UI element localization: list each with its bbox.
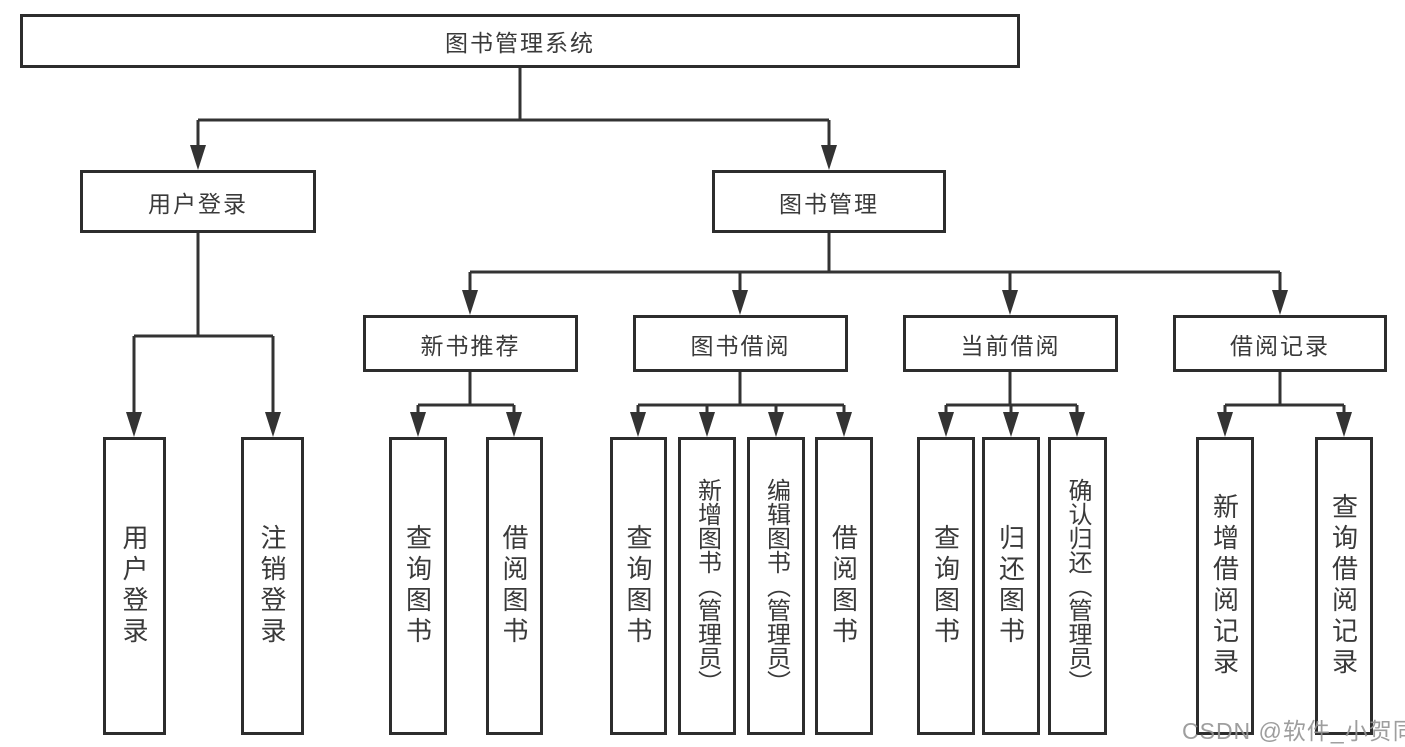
arrowheads-current-borrow-branch bbox=[938, 412, 1085, 437]
node-book-management: 图书管理 bbox=[712, 170, 946, 233]
connector-book-borrow-branch bbox=[636, 372, 846, 417]
node-label: 借阅记录 bbox=[1230, 332, 1330, 359]
node-label: 借阅图书 bbox=[828, 524, 859, 648]
connector-borrow-records-branch bbox=[1223, 372, 1346, 417]
arrowheads-root-branch bbox=[190, 145, 837, 170]
node-label: 图书管理系统 bbox=[445, 30, 595, 56]
node-label: 新增图书（管理员） bbox=[693, 478, 721, 694]
connector-current-borrow-branch bbox=[944, 372, 1079, 417]
node-borrow-book-newbook: 借阅图书 bbox=[486, 437, 543, 735]
connector-root-branch bbox=[196, 68, 831, 150]
arrowheads-borrow-records-branch bbox=[1217, 412, 1352, 437]
node-label: 当前借阅 bbox=[960, 332, 1061, 359]
node-query-book-borrow: 查询图书 bbox=[610, 437, 667, 735]
node-label: 查询图书 bbox=[623, 524, 653, 648]
arrowheads-new-book-branch bbox=[410, 412, 522, 437]
node-label: 确认归还（管理员） bbox=[1064, 478, 1091, 694]
node-return-book: 归还图书 bbox=[982, 437, 1040, 735]
node-logout: 注销登录 bbox=[241, 437, 304, 735]
node-user-login-leaf: 用户登录 bbox=[103, 437, 166, 735]
arrowheads-book-management-branch bbox=[462, 290, 1288, 315]
node-root: 图书管理系统 bbox=[20, 14, 1020, 68]
node-query-borrow-record: 查询借阅记录 bbox=[1315, 437, 1373, 735]
node-book-borrow: 图书借阅 bbox=[633, 315, 848, 372]
node-user-login: 用户登录 bbox=[80, 170, 316, 233]
node-label: 编辑图书（管理员） bbox=[762, 478, 790, 694]
node-add-borrow-record: 新增借阅记录 bbox=[1196, 437, 1254, 735]
node-label: 新书推荐 bbox=[420, 332, 521, 359]
connector-user-login-branch bbox=[132, 233, 275, 417]
node-new-book-recommend: 新书推荐 bbox=[363, 315, 578, 372]
node-label: 图书管理 bbox=[779, 190, 879, 217]
arrowheads-user-login-branch bbox=[126, 412, 281, 437]
node-borrow-book: 借阅图书 bbox=[815, 437, 873, 735]
node-query-book-current: 查询图书 bbox=[917, 437, 975, 735]
node-borrow-records: 借阅记录 bbox=[1173, 315, 1387, 372]
arrowheads-book-borrow-branch bbox=[630, 412, 852, 437]
connector-new-book-branch bbox=[416, 372, 516, 417]
node-label: 归还图书 bbox=[995, 524, 1026, 648]
node-label: 新增借阅记录 bbox=[1209, 493, 1240, 679]
node-label: 用户登录 bbox=[119, 524, 149, 648]
node-label: 查询图书 bbox=[930, 524, 961, 648]
node-label: 查询借阅记录 bbox=[1328, 493, 1359, 679]
csdn-watermark: CSDN @软件_小贺同学 bbox=[1182, 718, 1405, 744]
node-label: 借阅图书 bbox=[499, 524, 529, 648]
node-label: 图书借阅 bbox=[690, 332, 791, 359]
node-query-book-newbook: 查询图书 bbox=[389, 437, 447, 735]
node-label: 注销登录 bbox=[257, 524, 287, 648]
node-label: 用户登录 bbox=[148, 190, 248, 217]
node-current-borrow: 当前借阅 bbox=[903, 315, 1118, 372]
node-label: 查询图书 bbox=[402, 524, 433, 648]
node-add-book-admin: 新增图书（管理员） bbox=[678, 437, 736, 735]
node-confirm-return-admin: 确认归还（管理员） bbox=[1048, 437, 1107, 735]
connector-book-management-branch bbox=[468, 233, 1282, 295]
node-edit-book-admin: 编辑图书（管理员） bbox=[747, 437, 805, 735]
